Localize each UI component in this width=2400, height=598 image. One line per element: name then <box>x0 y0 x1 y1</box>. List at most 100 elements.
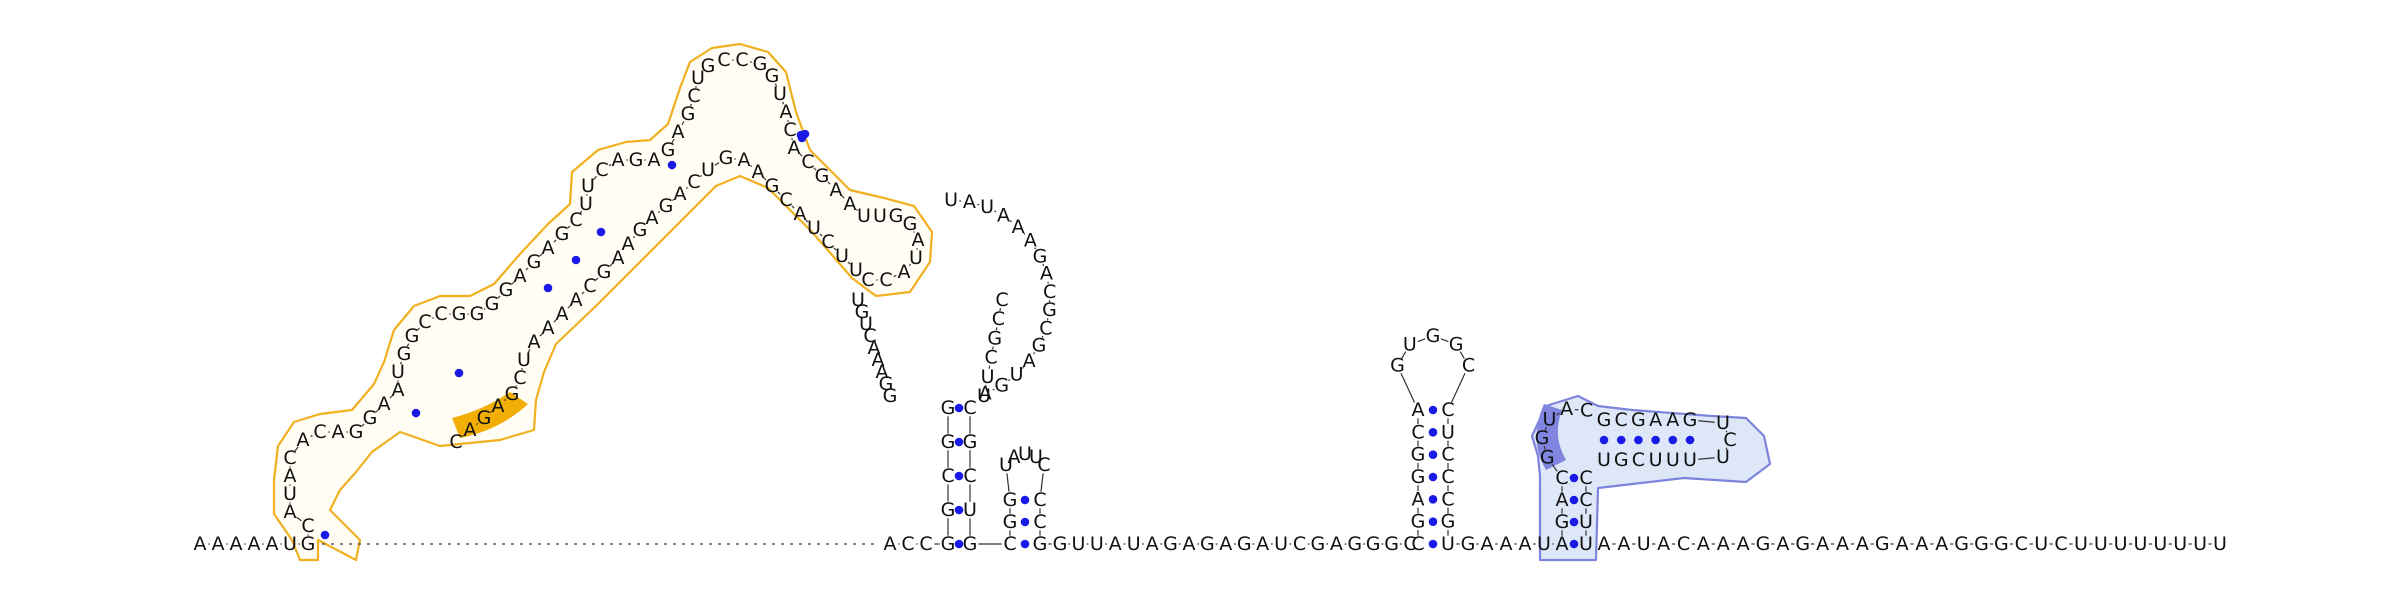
backbone-link <box>553 239 557 243</box>
linker-nucleotide: A <box>1481 533 1494 555</box>
backbone-link <box>913 231 915 233</box>
backbone-link <box>567 305 571 309</box>
backbone-link <box>841 195 845 199</box>
backbone-link <box>893 274 897 278</box>
base-pair-dot <box>1428 428 1438 437</box>
blue-domain-nucleotide: G <box>1597 409 1612 431</box>
linker-nucleotide: A <box>1146 533 1159 555</box>
yellow-domain-nucleotide: A <box>912 229 925 251</box>
blue-domain-nucleotide: U <box>1683 449 1697 471</box>
suffix-nucleotide: U <box>2153 533 2167 555</box>
suffix-nucleotide: A <box>1935 533 1948 555</box>
bridge-nucleotide: C <box>901 533 914 555</box>
yellow-domain-nucleotide: A <box>332 421 345 443</box>
base-pair-dot <box>667 160 677 170</box>
base-pair-dot <box>954 505 964 515</box>
linker-nucleotide: G <box>1237 533 1252 555</box>
backbone-link <box>608 163 612 167</box>
yellow-domain-nucleotide: A <box>556 303 569 325</box>
suffix-nucleotide: A <box>1856 533 1869 555</box>
suffix-nucleotide: G <box>1974 533 1989 555</box>
backbone-link <box>763 177 767 181</box>
yellow-domain-nucleotide: C <box>595 159 608 181</box>
backbone-link <box>609 263 613 267</box>
yellow-domain-nucleotide: G <box>903 213 918 235</box>
backbone-link <box>1006 473 1010 492</box>
suffix-nucleotide: U <box>2134 533 2148 555</box>
inner-loop-nucleotide: G <box>1042 299 1057 321</box>
backbone-link <box>1440 338 1449 343</box>
backbone-link <box>999 308 1002 312</box>
blue-domain-nucleotide: U <box>1716 446 1730 468</box>
yellow-domain-nucleotide: C <box>418 311 431 333</box>
suffix-nucleotide: A <box>1896 533 1909 555</box>
suffix-nucleotide: A <box>1717 533 1730 555</box>
backbone-link <box>994 210 997 213</box>
inner-loop-nucleotide: G <box>987 327 1002 349</box>
backbone-link <box>827 181 831 185</box>
backbone-link <box>310 434 313 438</box>
bridge-nucleotide: A <box>884 533 897 555</box>
blue-domain-nucleotide: U <box>1649 449 1663 471</box>
blue-domain-nucleotide: A <box>1666 409 1679 431</box>
small-hairpin-nucleotide: G <box>1003 489 1018 511</box>
blue-domain-nucleotide: G <box>1540 447 1555 469</box>
suffix-nucleotide: U <box>2034 533 2048 555</box>
prefix-nucleotide: A <box>194 533 207 555</box>
backbone-link <box>1725 447 1728 450</box>
prefix-nucleotide: A <box>248 533 261 555</box>
backbone-link <box>400 361 402 365</box>
backbone-link <box>995 327 998 331</box>
yellow-domain-nucleotide: C <box>783 119 796 141</box>
backbone-link <box>1041 335 1044 339</box>
yellow-domain-nucleotide: A <box>780 101 793 123</box>
backbone-link <box>791 205 795 209</box>
suffix-nucleotide: C <box>2015 533 2028 555</box>
yellow-domain-nucleotide: G <box>681 103 696 125</box>
yellow-domain-nucleotide: C <box>801 151 814 173</box>
yellow-domain-nucleotide: G <box>477 407 492 429</box>
inner-loop-nucleotide: A <box>1024 230 1037 252</box>
backbone-link <box>389 395 393 399</box>
base-pair-dot <box>454 368 464 378</box>
stem-nucleotide: C <box>963 465 976 487</box>
yellow-domain-nucleotide: G <box>765 175 780 197</box>
yellow-domain-nucleotide: G <box>701 55 716 77</box>
linker-nucleotide: U <box>1071 533 1085 555</box>
backbone-link <box>1459 351 1465 359</box>
yellow-domain-nucleotide: C <box>283 447 296 469</box>
suffix-nucleotide: A <box>1657 533 1670 555</box>
yellow-domain-nucleotide: A <box>542 317 555 339</box>
base-pair-dot <box>1569 517 1579 527</box>
blue-domain-nucleotide: G <box>1683 409 1698 431</box>
inner-loop-nucleotide: A <box>979 383 992 405</box>
blue-domain-nucleotide: U <box>1597 449 1611 471</box>
inner-loop-nucleotide: G <box>879 373 894 395</box>
linker-nucleotide: G <box>1163 533 1178 555</box>
inner-loop-nucleotide: A <box>1040 263 1053 285</box>
backbone-link <box>406 343 410 347</box>
yellow-domain-nucleotide: C <box>879 269 892 291</box>
yellow-domain-nucleotide: C <box>779 189 792 211</box>
yellow-domain-nucleotide: G <box>527 251 542 273</box>
small-hairpin-nucleotide: A <box>1008 446 1021 468</box>
backbone-link <box>1698 457 1715 460</box>
yellow-domain-nucleotide: C <box>434 303 447 325</box>
suffix-nucleotide: A <box>1836 533 1849 555</box>
backbone-link <box>1417 338 1426 343</box>
inner-loop-nucleotide: U <box>980 196 994 218</box>
backbone-link <box>657 210 661 214</box>
yellow-domain-nucleotide: U <box>849 259 863 281</box>
base-pair-layer <box>320 129 1695 549</box>
yellow-domain-nucleotide: G <box>719 147 734 169</box>
tall-hairpin-nucleotide: G <box>1411 444 1426 466</box>
backbone-link <box>777 191 781 195</box>
inner-loop-nucleotide: C <box>1043 281 1056 303</box>
inner-loop-nucleotide: C <box>1039 317 1052 339</box>
backbone-link <box>1033 352 1036 355</box>
inner-loop-nucleotide: A <box>872 349 885 371</box>
yellow-domain-nucleotide: C <box>821 231 834 253</box>
yellow-domain-nucleotide: C <box>735 49 748 71</box>
